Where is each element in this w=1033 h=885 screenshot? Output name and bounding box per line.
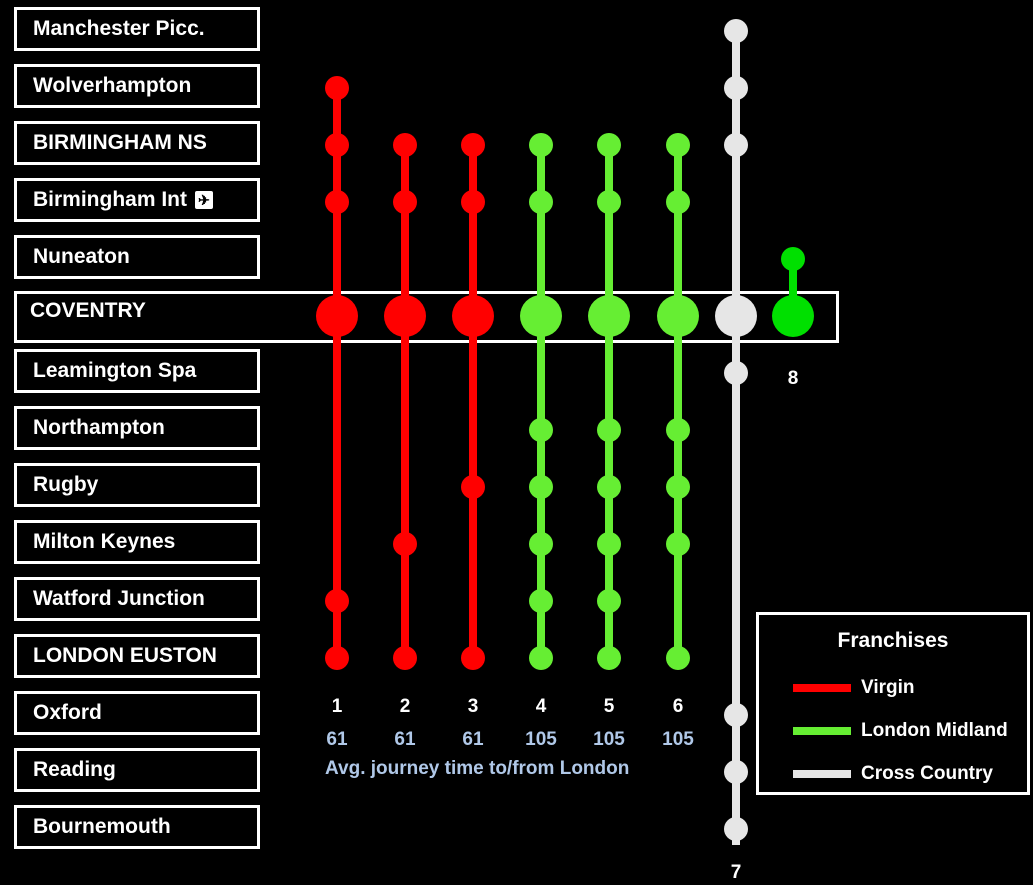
- service-6-journey-time: 105: [662, 729, 694, 750]
- service-1-number: 1: [332, 696, 343, 717]
- service-5: [588, 133, 630, 670]
- service-7-stop: [715, 295, 757, 337]
- service-3-stop: [461, 190, 485, 214]
- station-nuneaton: Nuneaton: [14, 235, 260, 279]
- service-2-stop: [393, 646, 417, 670]
- service-5-stop: [597, 589, 621, 613]
- airport-icon: ✈: [195, 191, 214, 210]
- station-birmingham-ns: BIRMINGHAM NS: [14, 121, 260, 165]
- service-7-number: 7: [731, 862, 742, 883]
- service-3-stop: [461, 646, 485, 670]
- station-oxford: Oxford: [14, 691, 260, 735]
- service-4-number: 4: [536, 696, 547, 717]
- station-wolverhampton: Wolverhampton: [14, 64, 260, 108]
- service-2: [384, 133, 426, 670]
- legend-title: Franchises: [837, 629, 949, 652]
- station-rugby: Rugby: [14, 463, 260, 507]
- service-6-stop: [666, 646, 690, 670]
- legend-swatch-virgin: [793, 684, 851, 692]
- service-6-number: 6: [673, 696, 684, 717]
- service-2-stop: [384, 295, 426, 337]
- service-5-stop: [597, 133, 621, 157]
- coventry-highlight-frame: [14, 291, 839, 343]
- service-4-stop: [529, 532, 553, 556]
- service-7-stop: [724, 76, 748, 100]
- service-6: [657, 133, 699, 670]
- service-2-number: 2: [400, 696, 411, 717]
- service-1: [316, 76, 358, 670]
- service-1-stop: [325, 646, 349, 670]
- service-6-stop: [666, 532, 690, 556]
- service-5-stop: [597, 418, 621, 442]
- station-northampton: Northampton: [14, 406, 260, 450]
- service-2-stop: [393, 532, 417, 556]
- service-4-stop: [529, 589, 553, 613]
- service-1-stop: [325, 589, 349, 613]
- legend-label-london-midland: London Midland: [861, 720, 1008, 741]
- service-8-stop: [772, 295, 814, 337]
- service-5-journey-time: 105: [593, 729, 625, 750]
- service-7-stop: [724, 817, 748, 841]
- service-1-stop: [316, 295, 358, 337]
- station-leamington-spa: Leamington Spa: [14, 349, 260, 393]
- service-8-stop: [781, 247, 805, 271]
- service-2-stop: [393, 133, 417, 157]
- service-7-stop: [724, 133, 748, 157]
- station-milton-keynes: Milton Keynes: [14, 520, 260, 564]
- service-4: [520, 133, 562, 670]
- service-1-stop: [325, 190, 349, 214]
- station-coventry: COVENTRY: [30, 299, 146, 322]
- service-3-stop: [452, 295, 494, 337]
- service-5-stop: [597, 646, 621, 670]
- service-6-stop: [666, 418, 690, 442]
- station-manchester-picc: Manchester Picc.: [14, 7, 260, 51]
- legend-swatch-london-midland: [793, 727, 851, 735]
- service-4-journey-time: 105: [525, 729, 557, 750]
- service-2-stop: [393, 190, 417, 214]
- service-7: [715, 19, 757, 845]
- station-watford-junction: Watford Junction: [14, 577, 260, 621]
- service-3-stop: [461, 475, 485, 499]
- station-bournemouth: Bournemouth: [14, 805, 260, 849]
- service-6-stop: [666, 190, 690, 214]
- service-4-stop: [529, 418, 553, 442]
- service-7-stop: [724, 703, 748, 727]
- service-8-number: 8: [788, 368, 799, 389]
- service-1-stop: [325, 133, 349, 157]
- service-3: [452, 133, 494, 670]
- service-4-stop: [520, 295, 562, 337]
- station-birmingham-int: Birmingham Int✈: [14, 178, 260, 222]
- service-6-stop: [666, 475, 690, 499]
- service-4-stop: [529, 475, 553, 499]
- franchise-legend: Franchises Virgin London Midland Cross C…: [756, 612, 1030, 795]
- service-4-stop: [529, 133, 553, 157]
- service-4-stop: [529, 190, 553, 214]
- service-6-stop: [666, 133, 690, 157]
- service-7-stop: [724, 361, 748, 385]
- journey-time-caption: Avg. journey time to/from London: [325, 758, 630, 779]
- service-7-stop: [724, 760, 748, 784]
- service-3-number: 3: [468, 696, 479, 717]
- service-6-stop: [657, 295, 699, 337]
- service-1-journey-time: 61: [326, 729, 348, 750]
- service-8: [772, 247, 814, 337]
- service-5-stop: [597, 475, 621, 499]
- service-2-journey-time: 61: [394, 729, 416, 750]
- service-4-stop: [529, 646, 553, 670]
- station-london-euston: LONDON EUSTON: [14, 634, 260, 678]
- service-5-stop: [588, 295, 630, 337]
- service-1-stop: [325, 76, 349, 100]
- service-5-number: 5: [604, 696, 615, 717]
- service-7-stop: [724, 19, 748, 43]
- legend-swatch-cross-country: [793, 770, 851, 778]
- service-3-stop: [461, 133, 485, 157]
- service-5-stop: [597, 190, 621, 214]
- service-3-journey-time: 61: [462, 729, 484, 750]
- station-reading: Reading: [14, 748, 260, 792]
- legend-label-virgin: Virgin: [861, 677, 915, 698]
- legend-label-cross-country: Cross Country: [861, 763, 993, 784]
- service-5-stop: [597, 532, 621, 556]
